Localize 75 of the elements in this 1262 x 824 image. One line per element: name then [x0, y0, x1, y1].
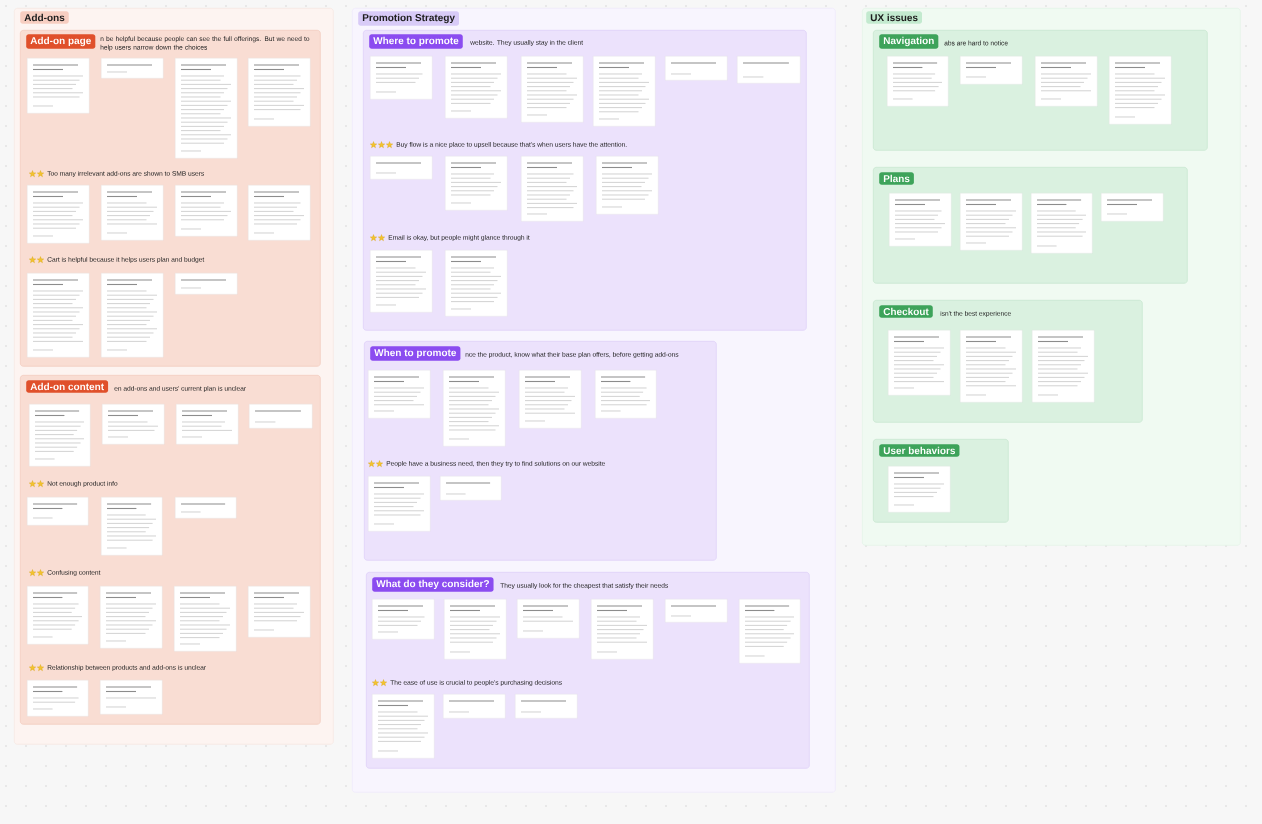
- sticky-note: [175, 273, 238, 295]
- sticky-note: [887, 56, 949, 107]
- section-tag: Checkout: [879, 305, 933, 318]
- sticky-note: [445, 156, 508, 211]
- group-title: Promotion Strategy: [358, 11, 459, 26]
- section-tag: Navigation: [879, 34, 939, 49]
- sticky-note: [445, 250, 508, 317]
- sticky-note: [737, 56, 801, 84]
- sticky-note: [101, 273, 164, 358]
- sticky-note: [102, 404, 165, 445]
- sticky-note: [1101, 193, 1164, 222]
- section-tag: What do they consider?: [372, 577, 494, 592]
- sticky-note: [370, 56, 433, 100]
- sticky-note: [175, 185, 238, 237]
- sticky-note: [960, 193, 1023, 251]
- sticky-note: [248, 586, 311, 638]
- sticky-note: [1032, 330, 1095, 403]
- sticky-note: [888, 330, 951, 396]
- sticky-note: [888, 466, 951, 513]
- sticky-note: [100, 586, 163, 649]
- sticky-note: [595, 370, 657, 419]
- sticky-note: [960, 330, 1023, 403]
- sticky-note: [27, 185, 90, 244]
- sticky-note: [101, 185, 164, 241]
- section-tag: Add-on content: [26, 380, 109, 393]
- section-tag: Where to promote: [369, 34, 463, 49]
- sticky-note: [593, 56, 656, 127]
- group-title: UX issues: [866, 11, 922, 24]
- sticky-note: [27, 680, 89, 717]
- sticky-note: [101, 58, 164, 79]
- sticky-note: [519, 370, 582, 429]
- sticky-note: [249, 404, 313, 429]
- sticky-note: [175, 58, 238, 159]
- sticky-note: [1109, 56, 1172, 125]
- sticky-note: [372, 599, 435, 640]
- sticky-note: [521, 56, 584, 123]
- sticky-note: [591, 599, 654, 660]
- sticky-note: [960, 56, 1023, 85]
- sticky-note: [175, 497, 237, 519]
- sticky-note: [370, 156, 433, 180]
- sticky-note: [368, 476, 431, 532]
- sticky-note: [29, 404, 91, 467]
- sticky-note: [176, 404, 239, 445]
- section-tag: When to promote: [370, 346, 461, 361]
- sticky-note: [1035, 56, 1098, 107]
- sticky-note: [596, 156, 659, 215]
- sticky-note: [665, 56, 728, 81]
- sticky-note: [27, 58, 90, 114]
- sticky-note: [248, 58, 311, 127]
- sticky-note: [372, 694, 435, 759]
- sticky-note: [1031, 193, 1093, 254]
- sticky-note: [445, 56, 508, 119]
- sticky-note: [174, 586, 237, 652]
- section-tag: User behaviors: [879, 444, 960, 457]
- section-tag: Plans: [879, 172, 914, 185]
- sticky-note: [665, 599, 728, 623]
- group-title: Add-ons: [20, 11, 69, 24]
- sticky-note: [443, 694, 506, 719]
- sticky-note: [889, 193, 952, 247]
- sticky-note: [101, 497, 163, 556]
- sticky-note: [515, 694, 578, 719]
- sticky-note: [517, 599, 580, 639]
- sticky-note: [444, 599, 507, 660]
- sticky-note: [368, 370, 431, 419]
- section-tag: Add-on page: [26, 34, 96, 49]
- sticky-note: [370, 250, 433, 313]
- sticky-note: [521, 156, 584, 222]
- sticky-note: [27, 273, 90, 358]
- sticky-note: [443, 370, 506, 447]
- sticky-note: [739, 599, 801, 664]
- sticky-note: [248, 185, 311, 241]
- sticky-note: [440, 476, 502, 501]
- sticky-note: [27, 497, 89, 526]
- sticky-note: [27, 586, 89, 645]
- sticky-note: [100, 680, 163, 715]
